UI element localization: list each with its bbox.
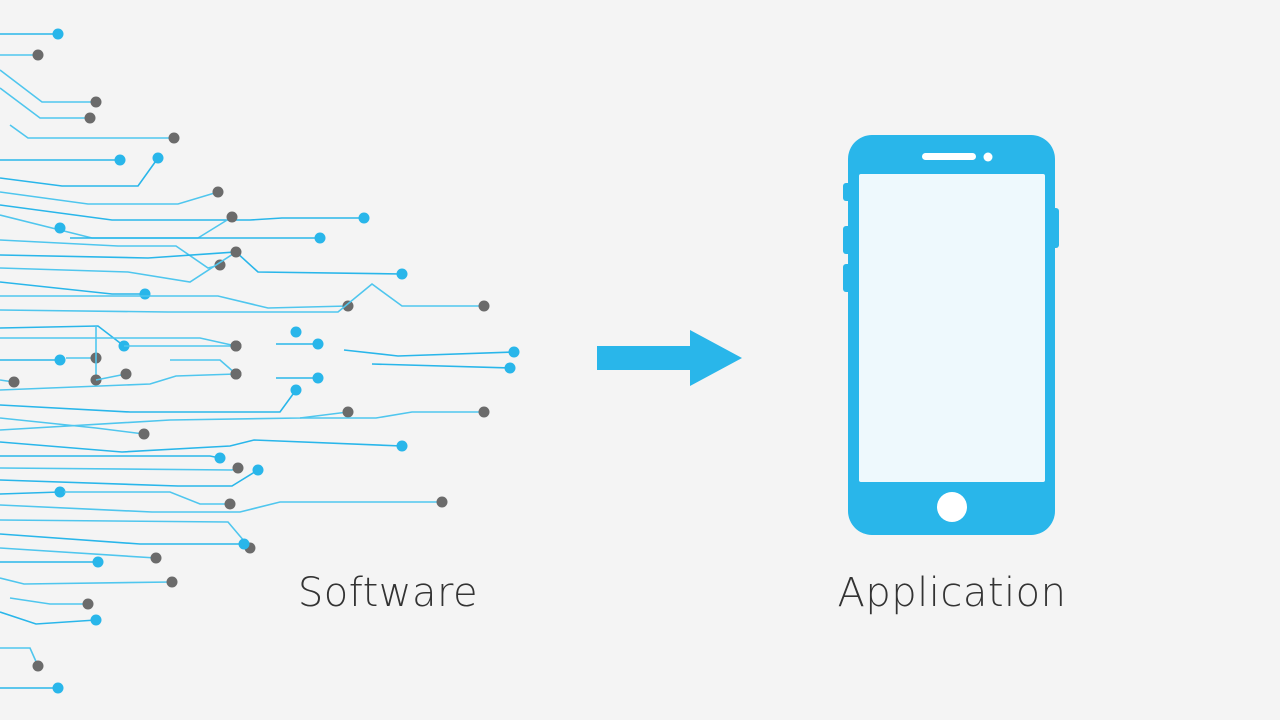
circuit-node xyxy=(232,462,244,474)
circuit-node xyxy=(436,496,448,508)
circuit-node xyxy=(120,368,132,380)
circuit-trace xyxy=(0,281,145,295)
circuit-trace xyxy=(371,363,511,369)
circuit-trace xyxy=(0,204,364,221)
circuit-trace xyxy=(0,417,145,435)
circuit-node xyxy=(504,362,516,374)
circuit-trace xyxy=(0,469,259,487)
circuit-node xyxy=(92,556,104,568)
circuit-trace xyxy=(0,577,173,585)
circuit-trace xyxy=(0,547,157,559)
circuit-trace xyxy=(0,467,239,471)
circuit-trace xyxy=(0,251,237,283)
circuit-trace xyxy=(0,439,403,453)
circuit-node xyxy=(396,440,408,452)
circuit-node xyxy=(214,452,226,464)
circuit-node xyxy=(508,346,520,358)
circuit-trace xyxy=(0,411,349,431)
circuit-node xyxy=(84,112,96,124)
circuit-node xyxy=(8,376,20,388)
circuit-trace xyxy=(0,373,237,391)
circuit-trace xyxy=(0,157,159,187)
circuit-trace xyxy=(0,491,61,495)
circuit-node xyxy=(90,614,102,626)
circuit-node xyxy=(396,268,408,280)
circuit-node xyxy=(54,222,66,234)
circuit-node xyxy=(152,152,164,164)
circuit-trace xyxy=(9,597,88,605)
circuit-trace xyxy=(343,349,515,357)
circuit-node xyxy=(54,486,66,498)
application-label: Application xyxy=(837,570,1067,616)
circuit-node xyxy=(139,288,151,300)
circuit-node xyxy=(224,498,236,510)
circuit-node xyxy=(478,300,490,312)
circuit-node xyxy=(290,326,302,338)
circuit-trace xyxy=(0,325,125,347)
circuit-node xyxy=(214,259,226,271)
circuit-trace xyxy=(0,455,221,459)
circuit-node xyxy=(90,96,102,108)
phone-screen xyxy=(859,174,1045,482)
circuit-trace xyxy=(0,214,233,239)
circuit-trace xyxy=(64,491,230,505)
circuit-node xyxy=(52,28,64,40)
circuit-node xyxy=(150,552,162,564)
circuit-node xyxy=(312,372,324,384)
circuit-node xyxy=(290,384,302,396)
circuit-node xyxy=(314,232,326,244)
circuit-node xyxy=(230,368,242,380)
phone-camera xyxy=(983,152,993,162)
circuit-node xyxy=(252,464,264,476)
circuit-trace xyxy=(9,124,174,139)
circuit-trace xyxy=(300,411,484,419)
circuit-trace xyxy=(0,337,237,347)
circuit-node xyxy=(212,186,224,198)
circuit-node xyxy=(166,576,178,588)
circuit-node xyxy=(52,682,64,694)
circuit-trace xyxy=(0,87,90,119)
circuit-board-icon xyxy=(0,28,520,694)
circuit-trace xyxy=(0,239,221,269)
circuit-node xyxy=(32,660,44,672)
circuit-trace xyxy=(0,533,244,545)
circuit-node xyxy=(478,406,490,418)
circuit-node xyxy=(230,340,242,352)
circuit-node xyxy=(82,598,94,610)
circuit-node xyxy=(226,211,238,223)
circuit-node xyxy=(358,212,370,224)
circuit-node xyxy=(54,354,66,366)
circuit-node xyxy=(32,49,44,61)
circuit-trace xyxy=(0,501,442,513)
circuit-trace xyxy=(0,69,96,103)
smartphone-icon xyxy=(843,135,1059,535)
circuit-node xyxy=(342,300,354,312)
circuit-trace xyxy=(0,191,219,205)
circuit-trace xyxy=(0,389,297,413)
phone-speaker xyxy=(922,153,976,160)
circuit-node xyxy=(138,428,150,440)
circuit-node xyxy=(238,538,250,550)
circuit-trace xyxy=(0,611,97,625)
circuit-node xyxy=(342,406,354,418)
arrow-right-icon xyxy=(597,330,742,386)
circuit-node xyxy=(114,154,126,166)
circuit-node xyxy=(312,338,324,350)
circuit-node xyxy=(168,132,180,144)
phone-home-button xyxy=(937,492,967,522)
circuit-trace xyxy=(0,282,484,313)
software-label: Software xyxy=(297,570,479,616)
circuit-trace xyxy=(0,295,349,309)
circuit-node xyxy=(230,246,242,258)
circuit-trace xyxy=(170,359,237,375)
circuit-trace xyxy=(0,647,39,667)
